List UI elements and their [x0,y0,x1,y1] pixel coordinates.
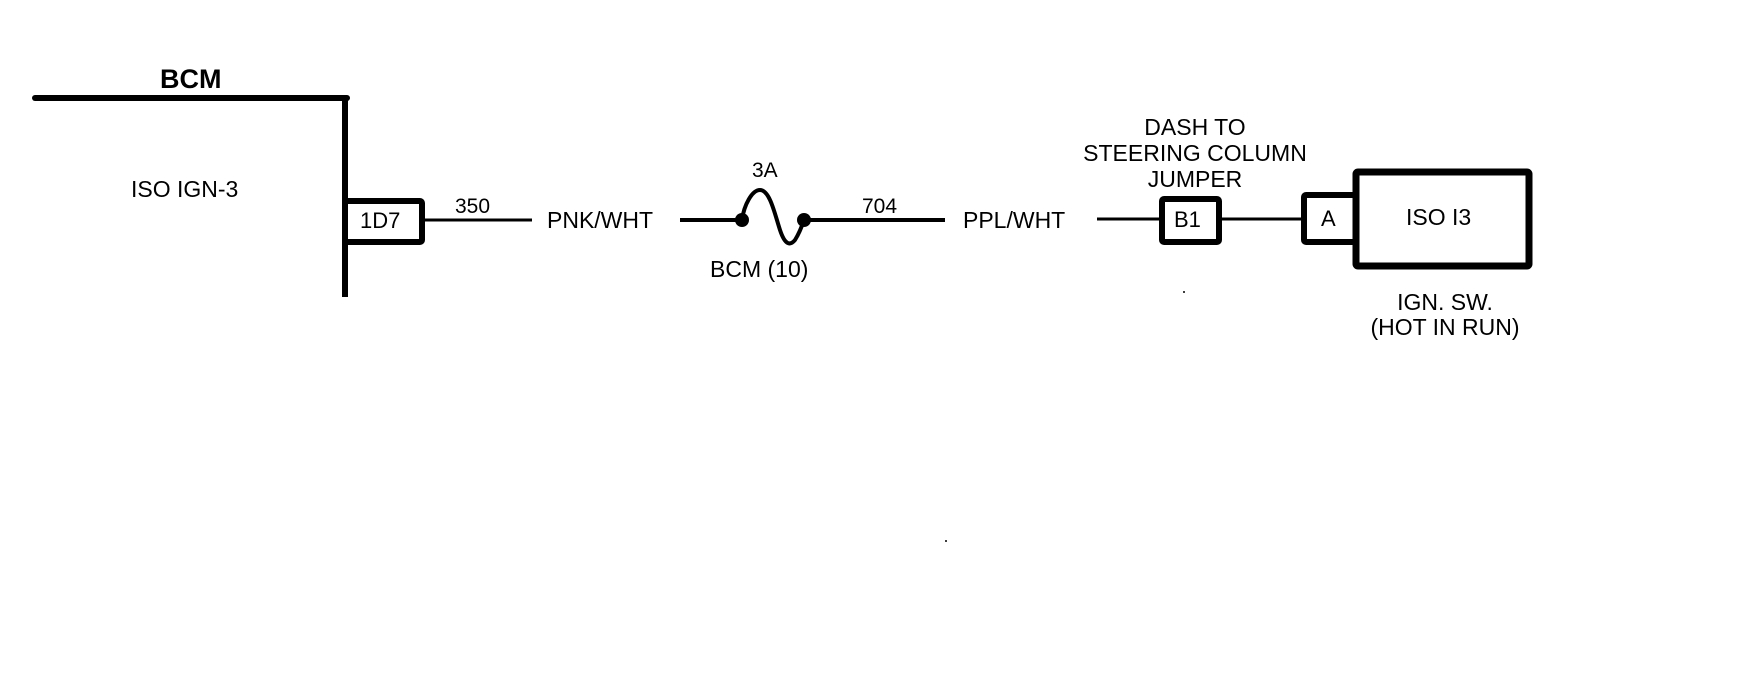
ignition-switch-name: IGN. SW. (HOT IN RUN) [1350,290,1540,340]
connector-1d7-box [342,198,425,245]
wire-704-number: 704 [862,195,898,218]
fuse-symbol [735,187,811,246]
bcm-module-outline [32,95,350,297]
ignition-switch-box [1352,168,1533,270]
jumper-label-line-2: STEERING COLUMN [1083,140,1307,166]
wire-704-color: PPL/WHT [963,207,1066,233]
fuse-rating: 3A [752,159,778,182]
switch-circuit-label: ISO I3 [1406,204,1472,230]
fuse-name: BCM (10) [710,256,809,282]
jumper-pin-label: B1 [1174,207,1201,232]
jumper-label: DASH TO STEERING COLUMN JUMPER [1060,114,1330,192]
bcm-title: BCM [160,64,222,94]
bcm-circuit-label: ISO IGN-3 [131,176,239,202]
jumper-label-line-3: JUMPER [1147,166,1243,192]
ignition-switch-name-line-2: (HOT IN RUN) [1370,314,1520,340]
ignition-switch-name-line-1: IGN. SW. [1397,289,1493,315]
switch-pin-label: A [1321,206,1336,231]
connector-1d7-label: 1D7 [360,208,401,233]
wire-350-color: PNK/WHT [547,207,654,233]
jumper-label-line-1: DASH TO [1144,114,1246,140]
wire-350-number: 350 [455,195,491,218]
